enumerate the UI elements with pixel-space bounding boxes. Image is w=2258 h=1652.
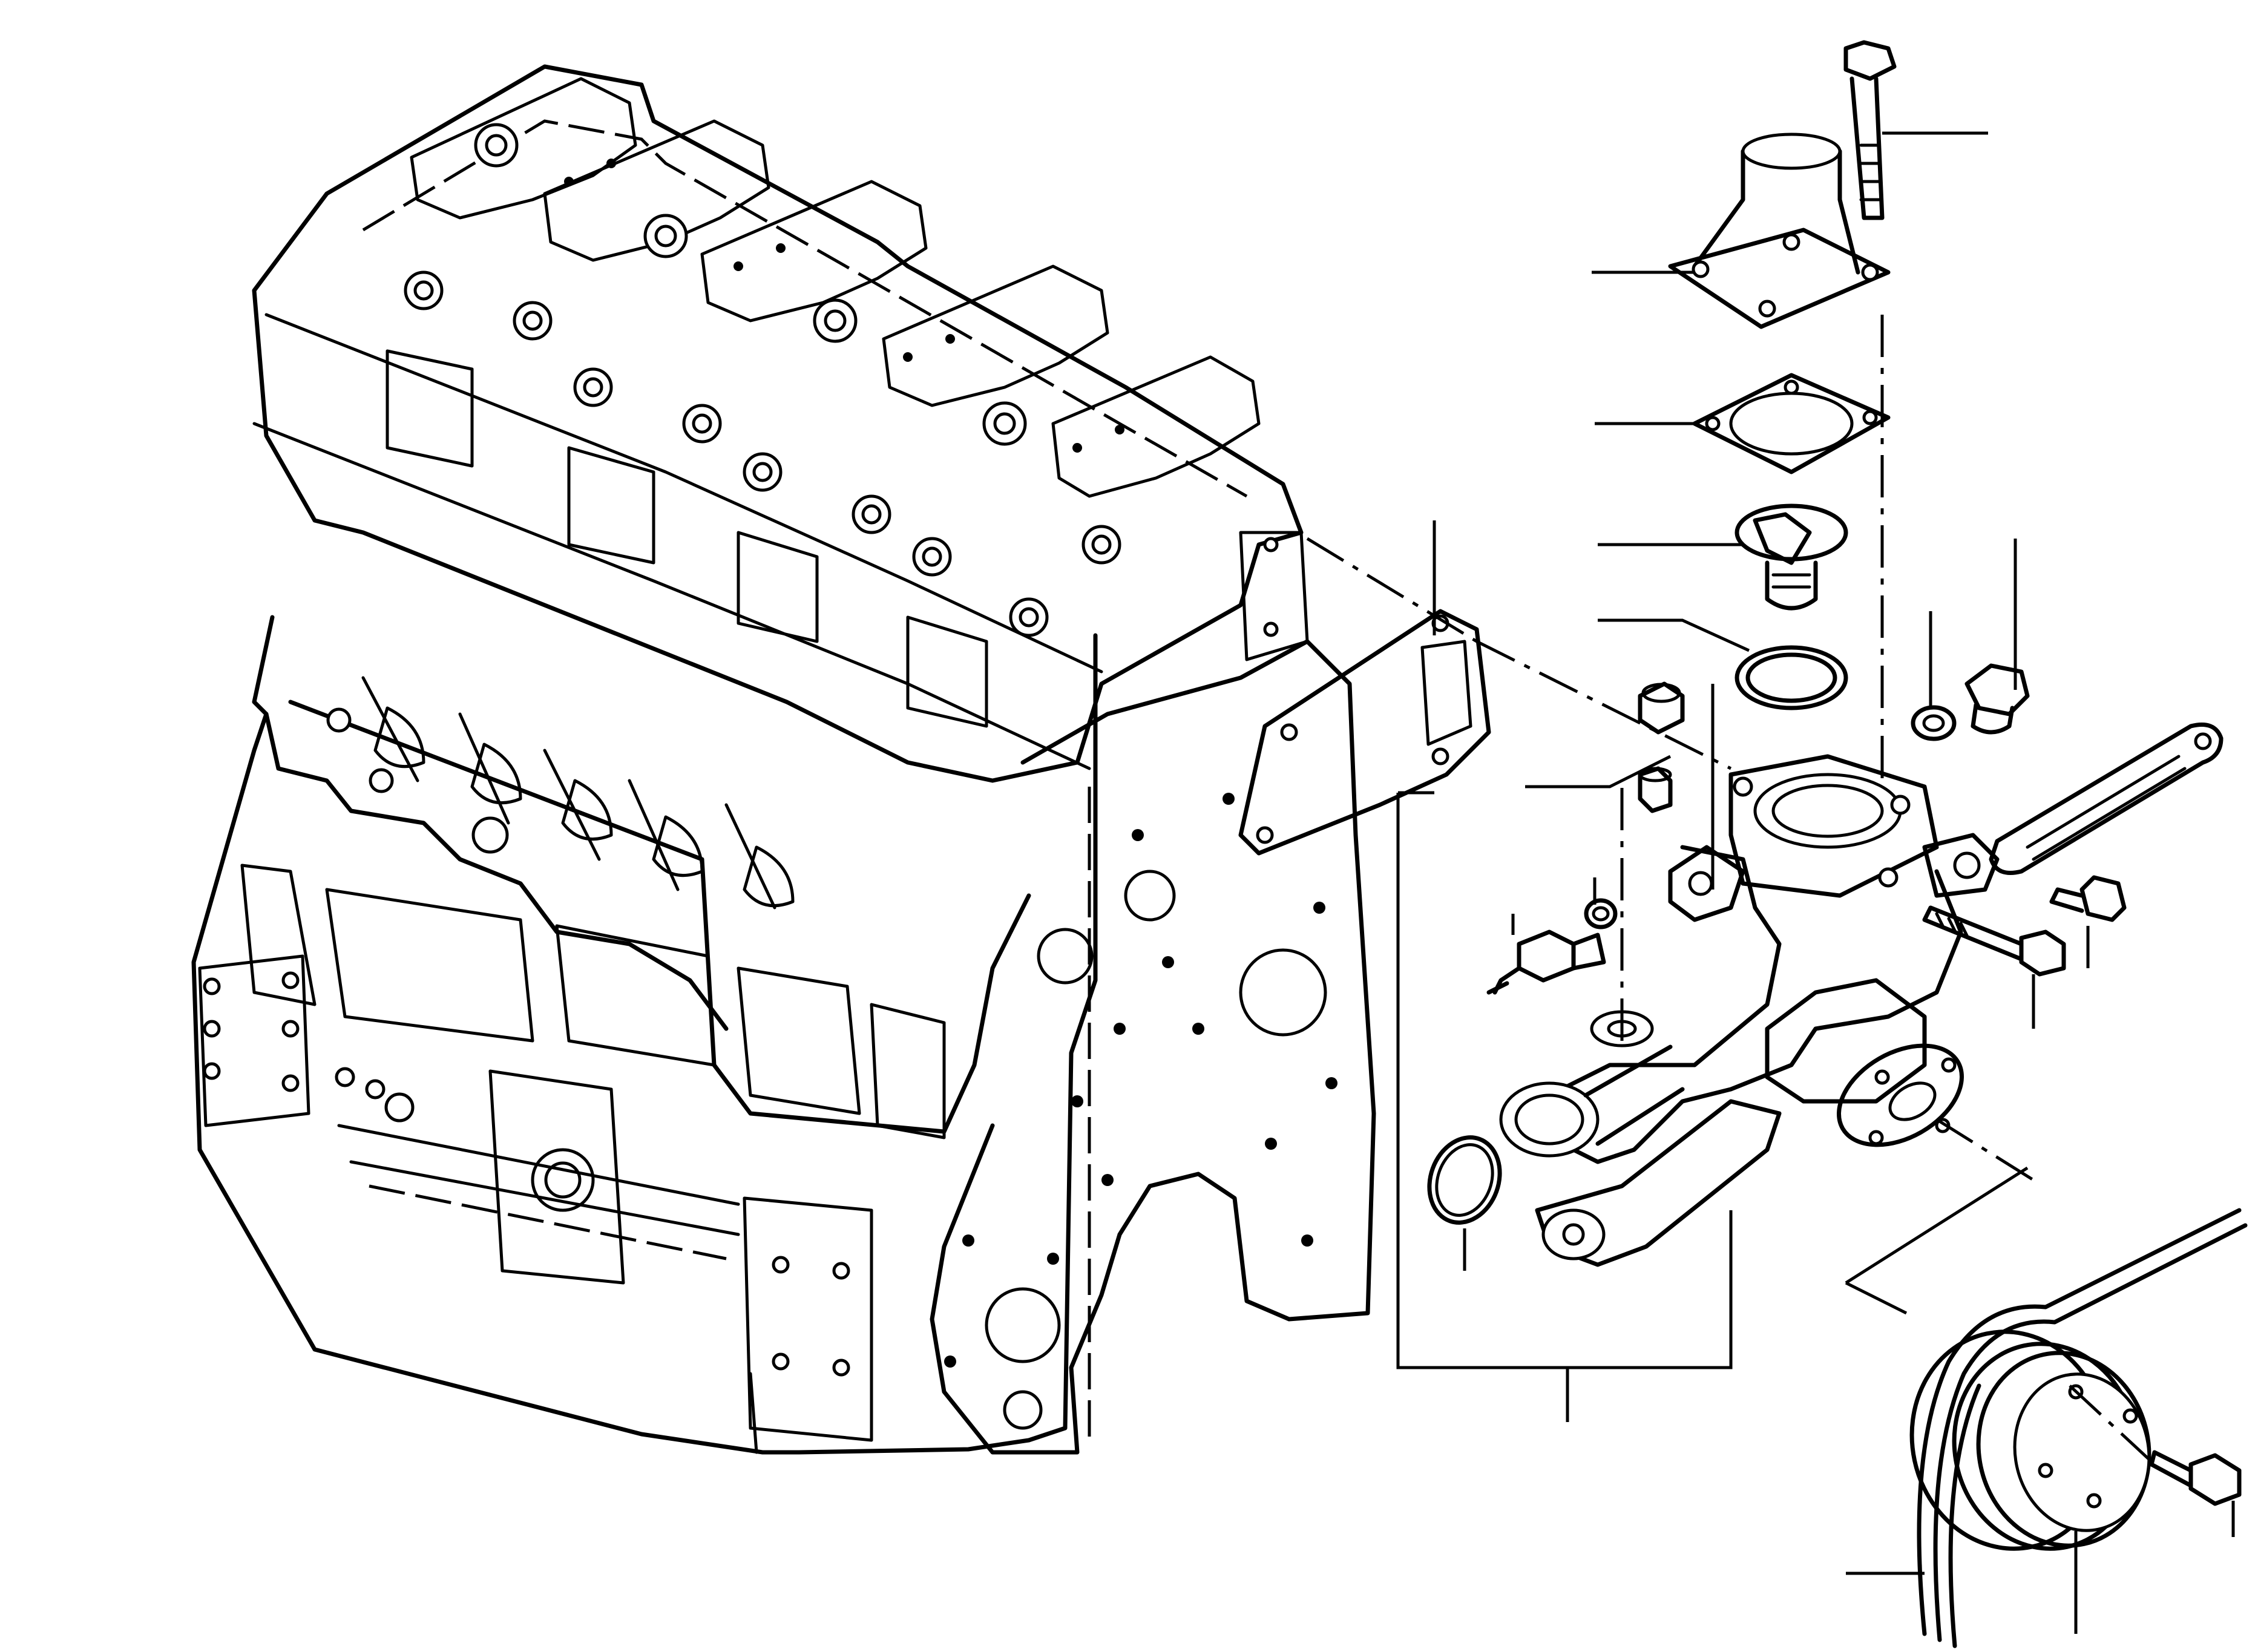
thermostat-cover [1668, 133, 1891, 329]
cylinder-head [252, 64, 1309, 783]
thermostat [1735, 503, 1848, 611]
fan-pulley [1909, 1329, 2151, 1551]
pump-mount-bolt [1922, 905, 2066, 977]
drain-plug [1964, 663, 2030, 735]
small-cap [1638, 766, 1673, 813]
assembly-centerlines [1306, 315, 2156, 1466]
rubber-cap [1638, 681, 1685, 735]
drain-plug-washer [1911, 705, 1957, 741]
thermostat-cover-bolt [1843, 40, 1897, 220]
sender-washer [1584, 898, 1618, 929]
thermostat-cover-gasket [1692, 373, 1891, 474]
water-pump-o-ring [1427, 1135, 1502, 1225]
pulley-bolt [2149, 1450, 2242, 1506]
bracket-bolt [2049, 875, 2127, 922]
temperature-sender [1486, 929, 1606, 995]
thermostat-seal-ring [1735, 645, 1848, 710]
adjusting-bracket [1989, 723, 2224, 875]
front-plate [930, 639, 1376, 1455]
front-plate-gasket [1238, 609, 1491, 856]
water-pump-housing [1499, 754, 2000, 1267]
leader-lines [1396, 131, 2235, 1634]
v-belt [1917, 1208, 2248, 1648]
engine-block [191, 615, 1098, 1455]
